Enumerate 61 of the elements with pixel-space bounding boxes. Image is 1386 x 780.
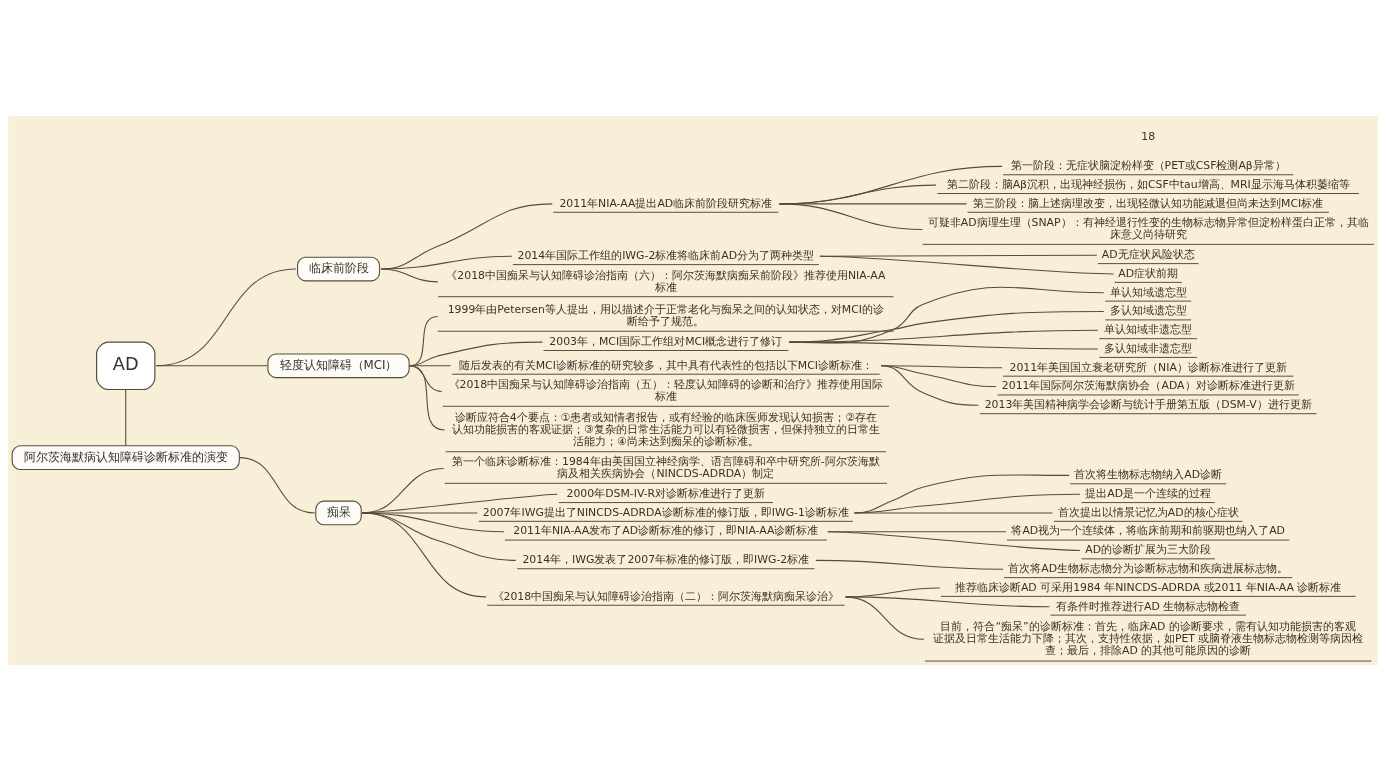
node-text: 提出AD是一个连续的过程 <box>1085 486 1212 500</box>
node-text: 第一个临床诊断标准：1984年由美国国立神经病学、语言障碍和卒中研究所-阿尔茨海默病及相关疾病协会（NINCDS-ADRDA）制定 <box>452 454 880 480</box>
node-text: 诊断应符合4个要点：①患者或知情者报告，或有经验的临床医师发现认知损害；②存在认知功能损害的客观证据；③复杂的日常生活能力可以有轻微损害，但保持独立的日常生活能力；④尚未达到痴呆的诊断标准。 <box>451 410 880 448</box>
connector <box>361 511 487 597</box>
connector <box>155 268 297 366</box>
node-text: AD的诊断扩展为三大阶段 <box>1085 542 1212 556</box>
connector <box>880 364 979 406</box>
node-text: 多认知域遗忘型 <box>1109 303 1187 317</box>
connector <box>380 268 439 282</box>
connector <box>380 255 513 270</box>
node-box: AD <box>96 341 156 390</box>
node-text: 可疑非AD病理生理（SNAP）：有神经退行性变的生物标志物异常但淀粉样蛋白正常，其临床意义尚待研究 <box>927 215 1369 241</box>
node-text: 单认知域遗忘型 <box>1109 285 1187 299</box>
node-text: 多认知域非遗忘型 <box>1104 341 1193 355</box>
node-text: 第一阶段：无症状脑淀粉样变（PET或CSF检测Aβ异常） <box>1010 158 1286 172</box>
node-text: 2003年，MCI国际工作组对MCI概念进行了修订 <box>549 334 783 348</box>
node-text: 第二阶段：脑Aβ沉积，出现神经损伤，如CSF中tau增高、MRI显示海马体积萎缩等 <box>946 177 1350 191</box>
node-text: 将AD视为一个连续体，将临床前期和前驱期也纳入了AD <box>1011 523 1285 537</box>
node-text: 首次提出以情景记忆为AD的核心症状 <box>1057 505 1239 519</box>
connector <box>238 456 316 513</box>
connector <box>853 473 1070 513</box>
connector <box>788 341 1099 350</box>
node-text: 2011年国际阿尔茨海默病协会（ADA）对诊断标准进行更新 <box>1001 378 1295 392</box>
node-text: 2000年DSM-IV-R对诊断标准进行了更新 <box>566 486 766 500</box>
connector <box>827 530 1081 551</box>
node-text: 第三阶段：脑上述病理改变，出现轻微认知功能减退但尚未达到MCI标准 <box>973 196 1324 210</box>
connector <box>853 511 1053 513</box>
connector <box>819 255 1115 275</box>
node-text: 1999年由Petersen等人提出，用以描述介于正常老化与痴呆之间的认知状态，对MCI的诊断给予了规范。 <box>447 302 884 328</box>
node-text: 2013年美国精神病学会诊断与统计手册第五版（DSM-V）进行更新 <box>984 397 1312 411</box>
node-text: 推荐临床诊断AD 可采用1984 年NINCDS-ADRDA 或2011 年NIA-AA 诊断标准 <box>954 580 1342 594</box>
connector <box>155 364 269 366</box>
connector <box>778 202 924 230</box>
node-text: 2011年NIA-AA提出AD临床前阶段研究标准 <box>559 196 773 210</box>
node-box: 阿尔茨海默病认知障碍诊断标准的演变 <box>11 444 240 470</box>
node-text: 《2018中国痴呆与认知障碍诊治指南（六）：阿尔茨海默病痴呆前阶段》推荐使用NIA-AA标准 <box>446 268 886 294</box>
node-text: 有条件时推荐进行AD 生物标志物检查 <box>1056 599 1241 613</box>
connector <box>853 493 1081 513</box>
node-text: 2007年IWG提出了NINCDS-ADRDA诊断标准的修订版，即IWG-1诊断标准 <box>482 505 849 519</box>
connector <box>845 595 925 640</box>
node-text: 2014年国际工作组的IWG-2标准将临床前AD分为了两种类型 <box>517 248 815 262</box>
label: 18 <box>1141 129 1156 143</box>
node-box: 痴呆 <box>315 500 362 525</box>
connector <box>125 388 127 446</box>
node-box: 临床前阶段 <box>297 256 381 281</box>
node-text: 2011年NIA-AA发布了AD诊断标准的修订，即NIA-AA诊断标准 <box>513 523 819 537</box>
node-text: AD无症状风险状态 <box>1101 247 1195 261</box>
node-text: 首次将生物标志物纳入AD诊断 <box>1074 467 1223 481</box>
node-text: 2011年美国国立衰老研究所（NIA）诊断标准进行了更新 <box>1009 360 1287 374</box>
node-text: 《2018中国痴呆与认知障碍诊治指南（二）：阿尔茨海默病痴呆诊治》 <box>492 589 840 603</box>
connector <box>408 364 446 431</box>
node-text: 单认知域非遗忘型 <box>1104 322 1193 336</box>
node-text: 随后发表的有关MCI诊断标准的研究较多，其中具有代表性的包括以下MCI诊断标准： <box>458 358 873 372</box>
node-text: 目前，符合“痴呆”的诊断标准：首先，临床AD 的诊断要求，需有认知功能损害的客观证据及日常生活能力下降；其次，支持性依据，如PET 或脑脊液生物标志物检测等病因检查；最后，排除AD 的其他可能原因的诊断 <box>932 619 1364 657</box>
node-text: 首次将AD生物标志物分为诊断标志物和疾病进展标志物。 <box>1008 561 1289 575</box>
connector <box>380 202 553 270</box>
node-text: AD症状前期 <box>1118 266 1179 280</box>
node-text: 《2018中国痴呆与认知障碍诊治指南（五）：轻度认知障碍的诊断和治疗》推荐使用国际标准 <box>448 377 884 403</box>
node-text: 2014年，IWG发表了2007年标准的修订版，即IWG-2标准 <box>522 552 810 566</box>
connector <box>815 559 1004 570</box>
node-box: 轻度认知障碍（MCI） <box>267 352 410 378</box>
